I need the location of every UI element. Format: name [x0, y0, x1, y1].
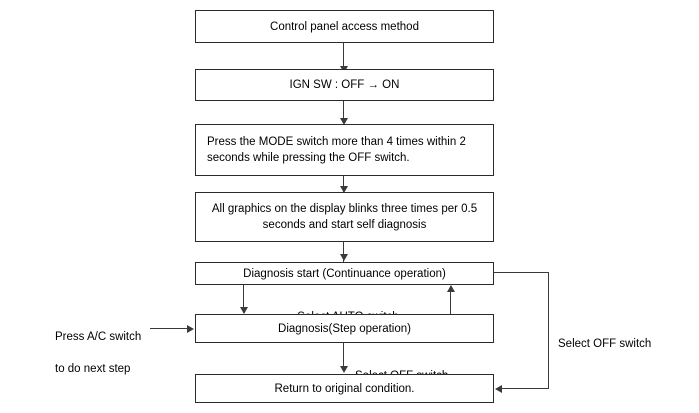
node-label: Diagnosis start (Continuance operation): [243, 267, 446, 280]
node-diagnosis-start: Diagnosis start (Continuance operation): [195, 262, 494, 285]
node-control-panel-access-method: Control panel access method: [195, 10, 494, 43]
arrow-down-icon-3: [340, 186, 348, 193]
arrow-down-icon-4: [340, 254, 348, 261]
arrow-down-icon-2: [340, 118, 348, 125]
annotation-line-1: Press A/C switch: [55, 331, 142, 343]
connector-line-1: [343, 43, 344, 67]
connector-line-6-up: [450, 286, 451, 314]
connector-line-annotation: [150, 328, 188, 329]
node-label: Return to original condition.: [274, 382, 415, 395]
annotation-press-ac-switch: Press A/C switch to do next step: [55, 313, 165, 377]
arrow-down-icon-6: [340, 366, 348, 373]
annotation-line-2: to do next step: [55, 363, 131, 375]
node-label: All graphics on the display blinks three…: [211, 203, 478, 231]
node-label: Press the MODE switch more than 4 times …: [207, 136, 466, 164]
connector-line-right-vertical: [548, 272, 549, 389]
connector-line-right-bottom: [502, 388, 548, 389]
edge-label-select-off-switch-right: Select OFF switch: [558, 320, 688, 352]
node-press-mode-switch: Press the MODE switch more than 4 times …: [195, 124, 494, 176]
connector-line-2: [343, 101, 344, 123]
arrow-down-icon-5: [240, 307, 248, 314]
connector-line-6-down: [343, 343, 344, 371]
node-all-graphics-blink: All graphics on the display blinks three…: [195, 192, 494, 242]
arrow-left-icon-1: [495, 385, 502, 393]
node-diagnosis-step: Diagnosis(Step operation): [195, 314, 494, 343]
connector-line-5-down: [243, 285, 244, 313]
node-return-original: Return to original condition.: [195, 374, 494, 403]
edge-label-text: Select OFF switch: [558, 338, 652, 350]
node-label: Control panel access method: [270, 20, 419, 33]
connector-line-right-top: [494, 272, 548, 273]
arrow-up-icon-1: [447, 285, 455, 292]
node-label: Diagnosis(Step operation): [278, 322, 411, 335]
connector-line-4: [343, 242, 344, 263]
arrow-right-icon-1: [187, 325, 194, 333]
node-label: IGN SW : OFF → ON: [289, 79, 400, 91]
node-ign-sw: IGN SW : OFF → ON: [195, 69, 494, 101]
